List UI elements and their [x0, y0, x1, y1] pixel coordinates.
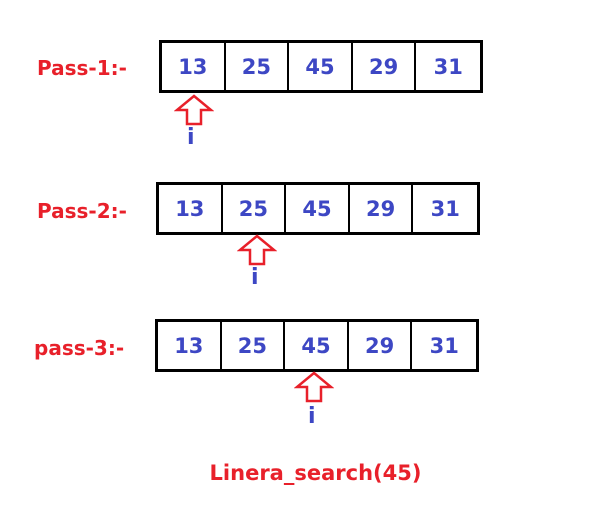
up-arrow-icon: [237, 234, 277, 266]
array-cell: 13: [158, 322, 222, 369]
pointer-i-label: i: [187, 125, 195, 150]
pass-2-label: Pass-2:-: [37, 199, 127, 223]
pass-3-array: 13 25 45 29 31: [155, 319, 479, 372]
array-cell: 31: [430, 196, 460, 221]
array-cell: 31: [433, 54, 463, 79]
pass-1-label: Pass-1:-: [37, 56, 127, 80]
array-cell: 45: [285, 322, 349, 369]
array-cell: 31: [429, 333, 459, 358]
array-cell: 13: [159, 185, 223, 232]
up-arrow-icon: [294, 371, 334, 403]
caption: Linera_search(45): [209, 461, 422, 485]
array-cell: 45: [289, 43, 353, 90]
pass-1-array: 13 25 45 29 31: [159, 40, 483, 93]
pointer-i-label: i: [308, 404, 316, 429]
array-cell: 13: [162, 43, 226, 90]
up-arrow-icon: [174, 94, 214, 126]
array-cell: 45: [286, 185, 350, 232]
array-cell: 29: [349, 322, 413, 369]
pass-3-label: pass-3:-: [34, 336, 125, 360]
array-cell: 25: [222, 322, 286, 369]
array-cell: 25: [226, 43, 290, 90]
pass-2-array: 13 25 45 29 31: [156, 182, 480, 235]
pointer-i-label: i: [251, 265, 259, 290]
array-cell: 25: [223, 185, 287, 232]
array-cell: 29: [350, 185, 414, 232]
array-cell: 29: [353, 43, 417, 90]
